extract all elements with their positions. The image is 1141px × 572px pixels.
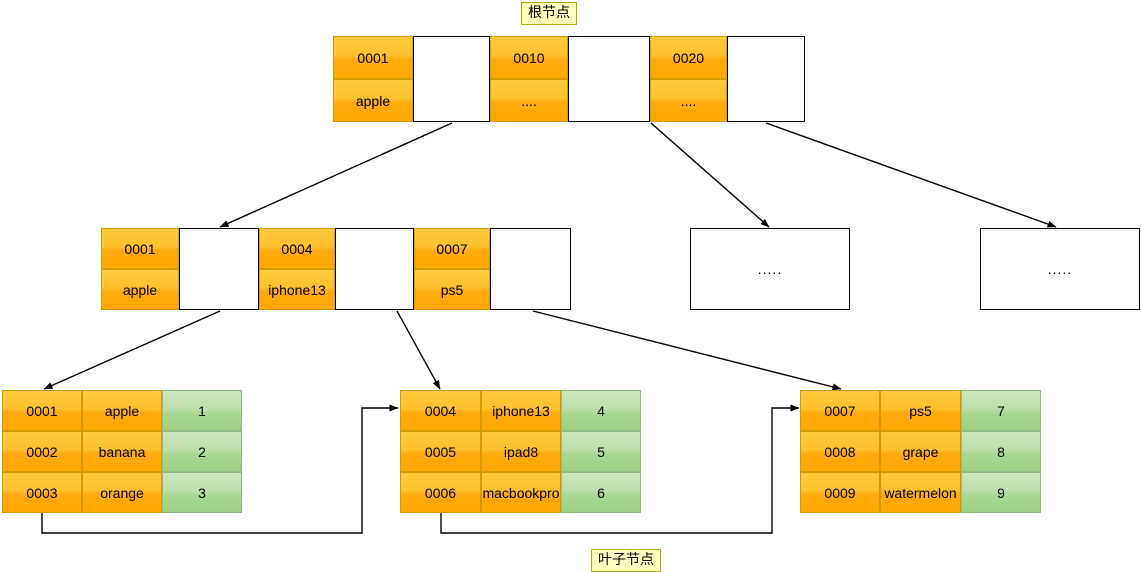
- leaf-key-cell: 0008: [800, 431, 880, 472]
- leaf-key-cell: 0005: [400, 431, 481, 472]
- link-internal-to-leaf-1: [43, 310, 221, 390]
- leaf-name-cell: iphone13: [481, 390, 561, 431]
- leaf-key-cell: 0001: [2, 390, 82, 431]
- leaf-key-cell: 0002: [2, 431, 82, 472]
- internal-key-cell: 0001: [101, 228, 179, 269]
- root-value-cell: apple: [333, 79, 413, 122]
- leaf-num-cell: 9: [961, 472, 1041, 513]
- internal-pointer-cell: [490, 228, 571, 310]
- leaf-name-cell: banana: [82, 431, 162, 472]
- leaf-name-cell: orange: [82, 472, 162, 513]
- leaf-key-cell: 0006: [400, 472, 481, 513]
- leaf-key-cell: 0004: [400, 390, 481, 431]
- leaf-name-cell: apple: [82, 390, 162, 431]
- leaf-key-cell: 0003: [2, 472, 82, 513]
- internal-value-cell: ps5: [414, 269, 490, 310]
- internal-key-cell: 0007: [414, 228, 490, 269]
- leaf-num-cell: 5: [561, 431, 641, 472]
- leaf-name-cell: watermelon: [880, 472, 961, 513]
- internal-pointer-cell: [179, 228, 259, 310]
- leaf-num-cell: 2: [162, 431, 242, 472]
- leaf-name-cell: ps5: [880, 390, 961, 431]
- root-pointer-cell: [727, 36, 805, 122]
- leaf-num-cell: 4: [561, 390, 641, 431]
- leaf-key-cell: 0009: [800, 472, 880, 513]
- internal-node-2-placeholder: .....: [690, 228, 850, 310]
- link-internal-to-leaf-3: [532, 310, 842, 391]
- root-key-cell: 0010: [490, 36, 568, 79]
- internal-value-cell: apple: [101, 269, 179, 310]
- internal-key-cell: 0004: [259, 228, 335, 269]
- leaf-num-cell: 1: [162, 390, 242, 431]
- link-root-to-internal-3: [765, 122, 1057, 228]
- root-node-caption: 根节点: [521, 2, 577, 25]
- internal-value-cell: iphone13: [259, 269, 335, 310]
- link-internal-to-leaf-2: [396, 310, 441, 390]
- root-key-cell: 0020: [650, 36, 727, 79]
- leaf-name-cell: grape: [880, 431, 961, 472]
- leaf-num-cell: 7: [961, 390, 1041, 431]
- leaf-num-cell: 3: [162, 472, 242, 513]
- leaf-num-cell: 6: [561, 472, 641, 513]
- link-root-to-internal-2: [650, 122, 770, 228]
- root-key-cell: 0001: [333, 36, 413, 79]
- leaf-num-cell: 8: [961, 431, 1041, 472]
- link-root-to-internal-1: [219, 122, 453, 228]
- leaf-name-cell: ipad8: [481, 431, 561, 472]
- internal-pointer-cell: [335, 228, 414, 310]
- leaf-node-caption: 叶子节点: [591, 549, 661, 572]
- root-pointer-cell: [568, 36, 650, 122]
- root-value-cell: ....: [650, 79, 727, 122]
- leaf-key-cell: 0007: [800, 390, 880, 431]
- internal-node-3-placeholder: .....: [980, 228, 1140, 310]
- leaf-name-cell: macbookpro: [481, 472, 561, 513]
- root-value-cell: ....: [490, 79, 568, 122]
- root-pointer-cell: [413, 36, 490, 122]
